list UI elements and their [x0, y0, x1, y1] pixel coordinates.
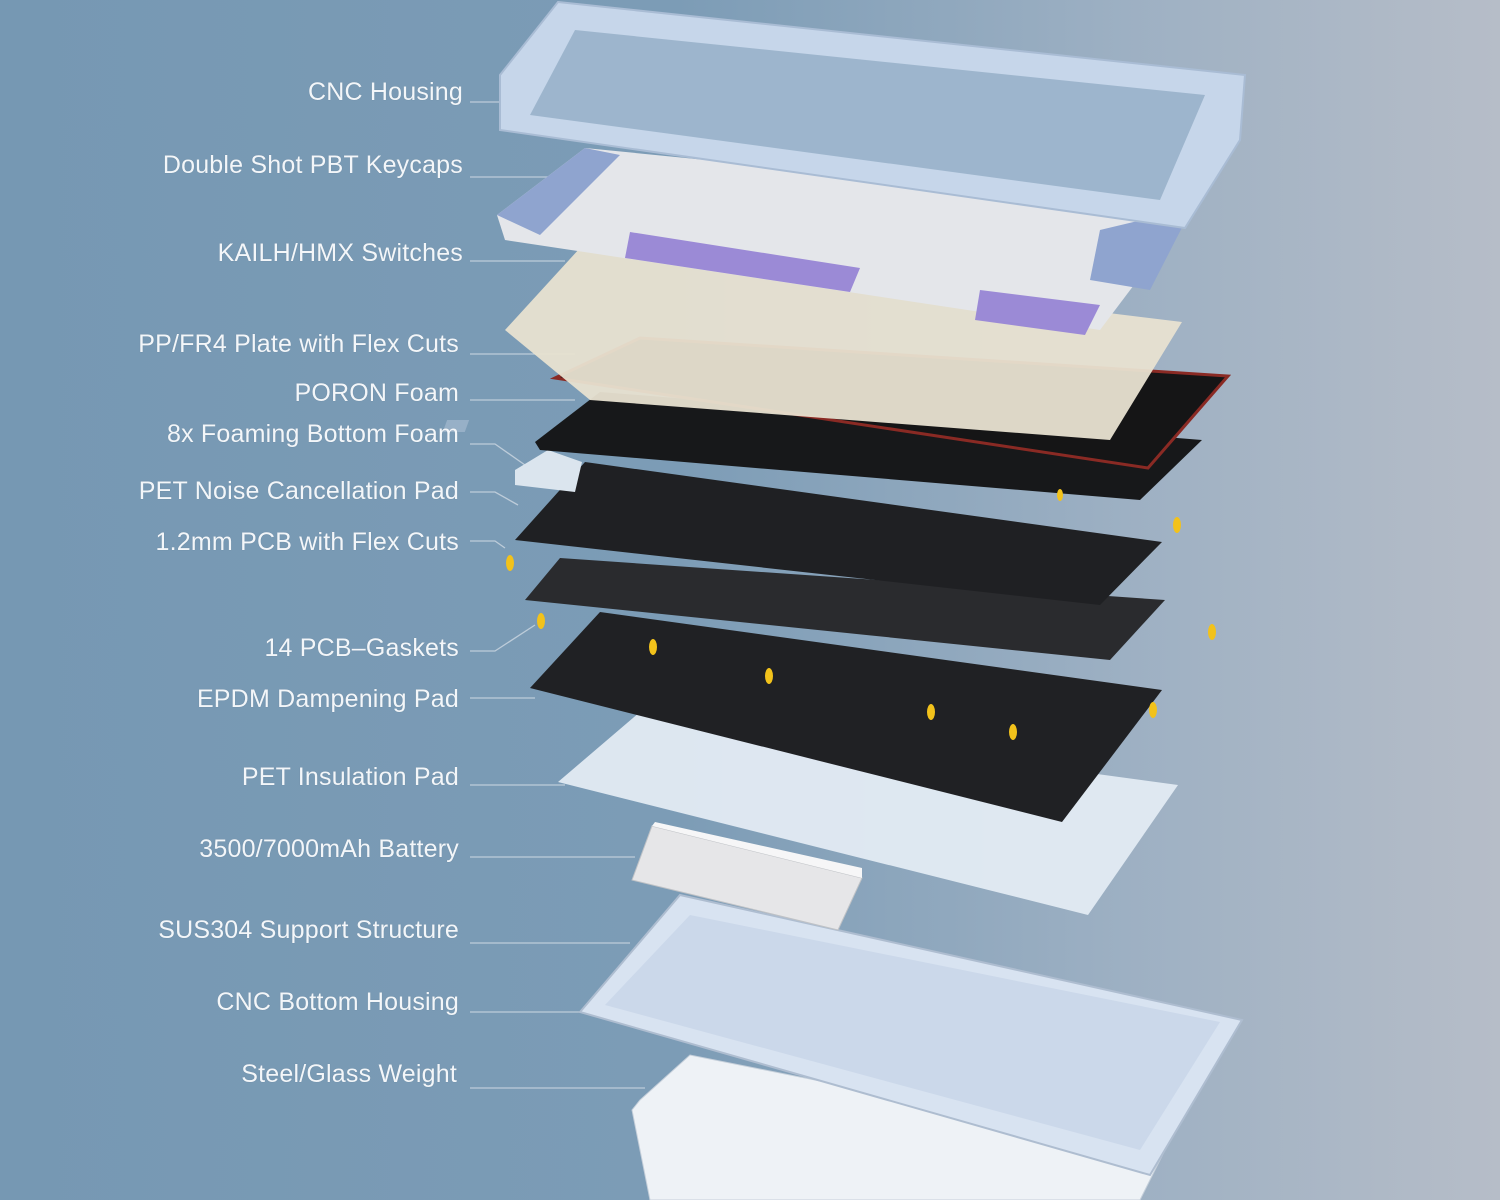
- label-keycaps: Double Shot PBT Keycaps: [162, 151, 463, 179]
- label-bottom-foam: 8x Foaming Bottom Foam: [166, 420, 459, 448]
- label-support-structure: SUS304 Support Structure: [158, 916, 459, 944]
- epdm-dampening-pad: [530, 612, 1162, 822]
- label-cnc-housing: CNC Housing: [307, 78, 463, 106]
- label-pet-insulation-pad: PET Insulation Pad: [241, 763, 459, 791]
- label-switches: KAILH/HMX Switches: [217, 239, 463, 267]
- label-pet-noise-pad: PET Noise Cancellation Pad: [138, 477, 459, 505]
- foaming-bottom-foam: [535, 392, 1202, 500]
- steel-glass-weight: [631, 1054, 1166, 1200]
- label-plate: PP/FR4 Plate with Flex Cuts: [138, 330, 459, 358]
- pcb: [525, 558, 1165, 660]
- pcb-main: [515, 462, 1162, 605]
- label-pcb: 1.2mm PCB with Flex Cuts: [155, 528, 459, 556]
- label-epdm-pad: EPDM Dampening Pad: [196, 685, 459, 713]
- leader-lines: [470, 101, 645, 1089]
- pcb-gaskets: [506, 489, 1216, 740]
- label-bottom-housing: CNC Bottom Housing: [216, 988, 459, 1016]
- pet-insulation-pad: [558, 712, 1178, 915]
- plate-cutouts: [442, 420, 470, 432]
- pet-noise-cancellation-pad: [515, 450, 582, 492]
- label-gaskets: 14 PCB–Gaskets: [264, 634, 459, 662]
- label-weight: Steel/Glass Weight: [241, 1060, 457, 1088]
- label-battery: 3500/7000mAh Battery: [199, 835, 459, 863]
- label-poron-foam: PORON Foam: [294, 379, 459, 407]
- switches: [505, 248, 1182, 440]
